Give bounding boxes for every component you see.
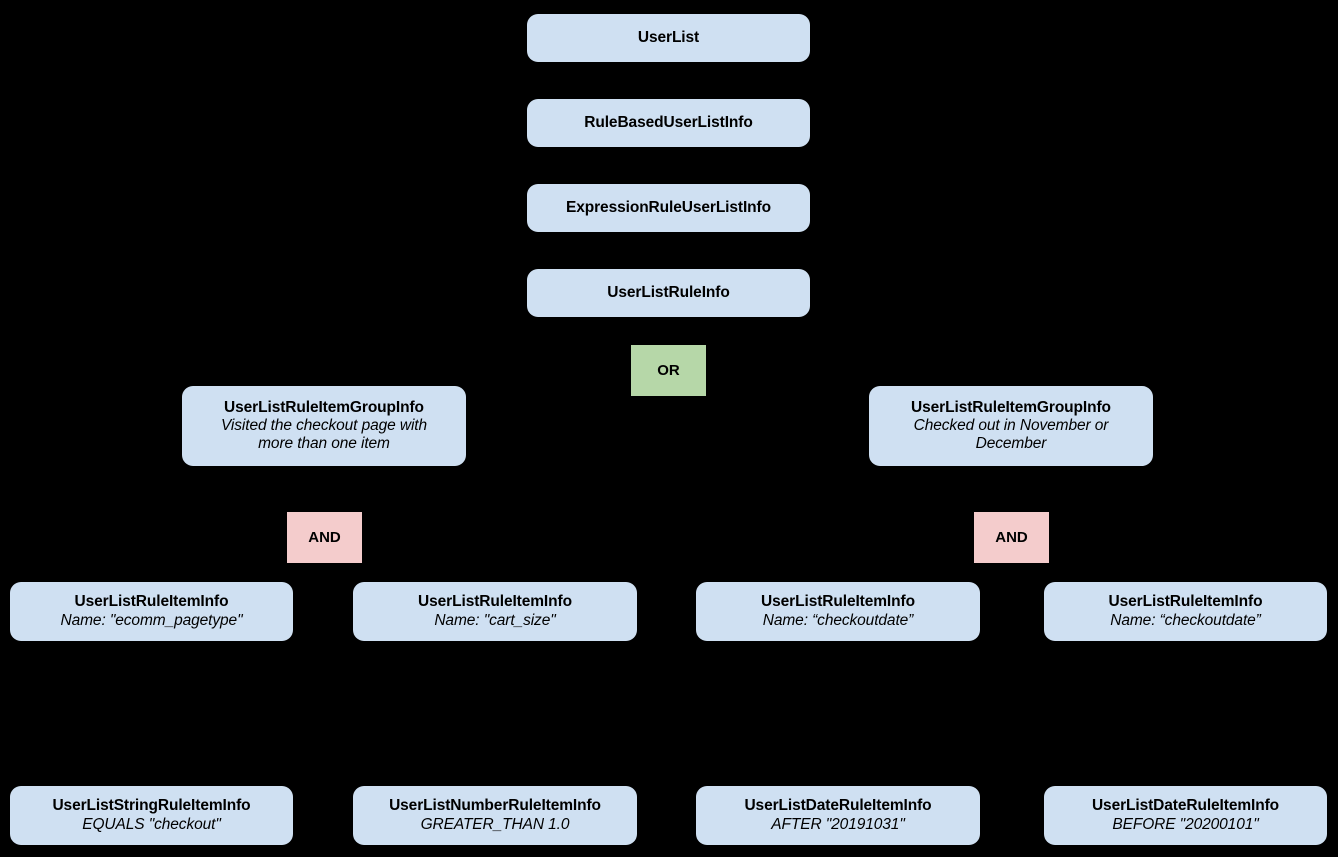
node-rule-item-1-subtitle: Name: "ecomm_pagetype" [60,611,243,629]
node-or-operator-label: OR [657,361,680,379]
edge-or-to-group-left [323,316,669,379]
edge-and-left-to-item2 [362,537,496,578]
node-rule-item-4-subtitle: Name: “checkoutdate” [1110,611,1261,629]
node-leaf-4-title: UserListDateRuleItemInfo [1091,797,1280,815]
node-rule-item-3-subtitle: Name: “checkoutdate” [762,611,914,629]
node-user-list-title: UserList [637,28,700,46]
node-group-right-title: UserListRuleItemGroupInfo [911,398,1111,416]
node-group-left-subtitle-line2: more than one item [258,435,390,453]
edge-arrow-group-left [316,370,332,389]
node-rule-item-2-subtitle: Name: "cart_size" [434,611,556,629]
edge-and-right-to-item3 [837,537,974,578]
node-leaf-3-title: UserListDateRuleItemInfo [744,797,932,815]
node-group-left-title: UserListRuleItemGroupInfo [224,398,424,416]
node-leaf-4[interactable]: UserListDateRuleItemInfo BEFORE "2020010… [1044,786,1327,845]
node-expression-rule-user-list-info-title: ExpressionRuleUserListInfo [566,198,771,216]
node-leaf-4-subtitle: BEFORE "20200101" [1112,815,1259,833]
node-rule-item-1-title: UserListRuleItemInfo [74,593,229,611]
node-user-list[interactable]: UserList [527,14,810,62]
node-and-operator-right[interactable]: AND [974,512,1049,563]
edge-or-to-group-right [667,316,1012,379]
node-rule-item-3[interactable]: UserListRuleItemInfo Name: “checkoutdate… [696,582,980,641]
node-rule-based-user-list-info[interactable]: RuleBasedUserListInfo [527,99,810,147]
node-group-left[interactable]: UserListRuleItemGroupInfo Visited the ch… [182,386,466,466]
node-group-right[interactable]: UserListRuleItemGroupInfo Checked out in… [869,386,1153,466]
node-or-operator[interactable]: OR [631,345,706,396]
node-group-right-subtitle-line2: December [975,435,1047,453]
node-leaf-1-title: UserListStringRuleItemInfo [52,797,251,815]
node-user-list-rule-info-title: UserListRuleInfo [607,283,730,301]
node-leaf-1-subtitle: EQUALS "checkout" [82,815,221,833]
node-and-operator-left-label: AND [308,528,341,546]
node-user-list-rule-info[interactable]: UserListRuleInfo [527,269,810,317]
edge-arrow-group-right [1003,370,1019,389]
edge-and-right-to-item4 [1049,537,1187,578]
node-rule-based-user-list-info-title: RuleBasedUserListInfo [584,113,753,131]
node-rule-item-2[interactable]: UserListRuleItemInfo Name: "cart_size" [353,582,637,641]
node-rule-item-4[interactable]: UserListRuleItemInfo Name: “checkoutdate… [1044,582,1327,641]
node-group-right-subtitle-line1: Checked out in November or [913,416,1109,434]
node-group-left-subtitle-line1: Visited the checkout page with [220,416,428,434]
node-rule-item-4-title: UserListRuleItemInfo [1108,593,1263,611]
node-and-operator-left[interactable]: AND [287,512,362,563]
node-leaf-2[interactable]: UserListNumberRuleItemInfo GREATER_THAN … [353,786,637,845]
node-leaf-3-subtitle: AFTER "20191031" [771,815,905,833]
node-leaf-1[interactable]: UserListStringRuleItemInfo EQUALS "check… [10,786,293,845]
node-rule-item-3-title: UserListRuleItemInfo [761,593,915,611]
node-expression-rule-user-list-info[interactable]: ExpressionRuleUserListInfo [527,184,810,232]
node-and-operator-right-label: AND [995,528,1028,546]
node-rule-item-2-title: UserListRuleItemInfo [418,593,572,611]
node-leaf-2-title: UserListNumberRuleItemInfo [389,797,601,815]
node-leaf-3[interactable]: UserListDateRuleItemInfo AFTER "20191031… [696,786,980,845]
node-rule-item-1[interactable]: UserListRuleItemInfo Name: "ecomm_pagety… [10,582,293,641]
edge-and-left-to-item1 [150,537,287,578]
node-leaf-2-subtitle: GREATER_THAN 1.0 [420,815,570,833]
